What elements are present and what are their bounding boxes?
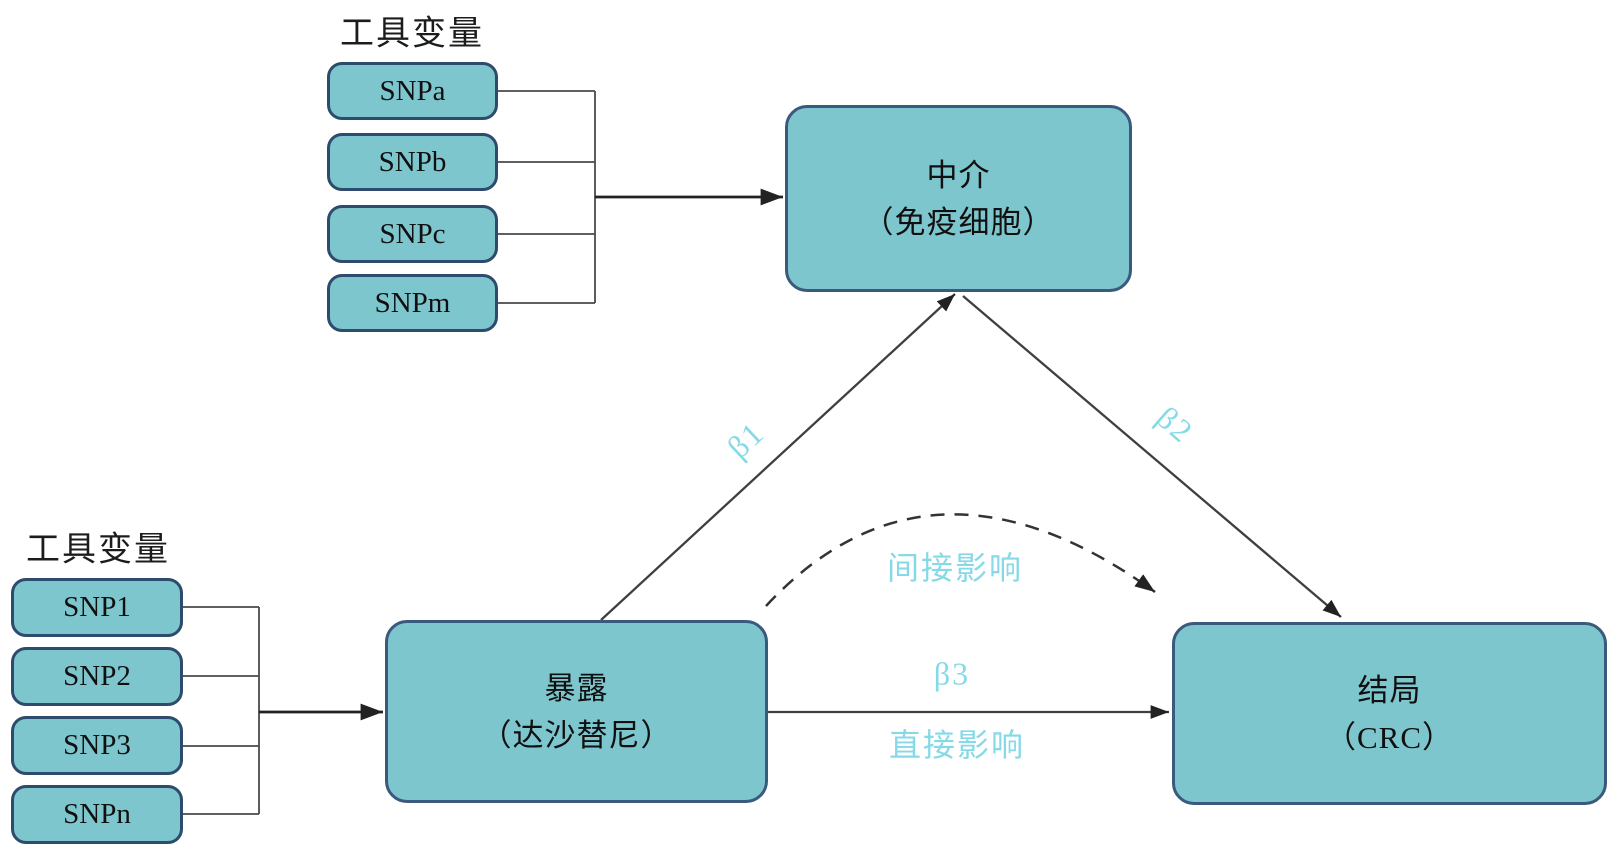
bottom-iv-group-label: 工具变量 bbox=[26, 531, 170, 569]
beta1-arrow bbox=[600, 293, 956, 621]
mediator-subtitle: （免疫细胞） bbox=[862, 204, 1055, 240]
snp-box-snp1: SNP1 bbox=[11, 578, 183, 637]
mediator-title: 中介 bbox=[926, 157, 991, 193]
exposure-subtitle: （达沙替尼） bbox=[480, 717, 673, 753]
mediator-node: 中介 （免疫细胞） bbox=[785, 105, 1132, 292]
snp-box-snp3: SNP3 bbox=[11, 716, 183, 775]
snp-box-snpb: SNPb bbox=[327, 133, 498, 191]
beta2-arrow bbox=[962, 295, 1342, 618]
indirect-effect-dashed-arrow bbox=[765, 513, 1156, 607]
bottom-iv-connector-lines bbox=[183, 606, 260, 815]
top-iv-group-label: 工具变量 bbox=[340, 15, 484, 53]
indirect-effect-label: 间接影响 bbox=[886, 550, 1024, 586]
snp-box-snpn: SNPn bbox=[11, 785, 183, 844]
snp-box-snpc: SNPc bbox=[327, 205, 498, 263]
snp-box-snp2: SNP2 bbox=[11, 647, 183, 706]
outcome-subtitle: （CRC） bbox=[1324, 719, 1455, 755]
exposure-node: 暴露 （达沙替尼） bbox=[385, 620, 768, 803]
outcome-node: 结局 （CRC） bbox=[1172, 622, 1607, 805]
outcome-title: 结局 bbox=[1357, 672, 1422, 708]
exposure-title: 暴露 bbox=[544, 670, 609, 706]
beta3-label: β3 bbox=[933, 655, 971, 692]
snp-box-snpm: SNPm bbox=[327, 274, 498, 332]
snp-box-snpa: SNPa bbox=[327, 62, 498, 120]
top-iv-connector-lines bbox=[498, 90, 596, 304]
direct-effect-label: 直接影响 bbox=[888, 727, 1026, 763]
